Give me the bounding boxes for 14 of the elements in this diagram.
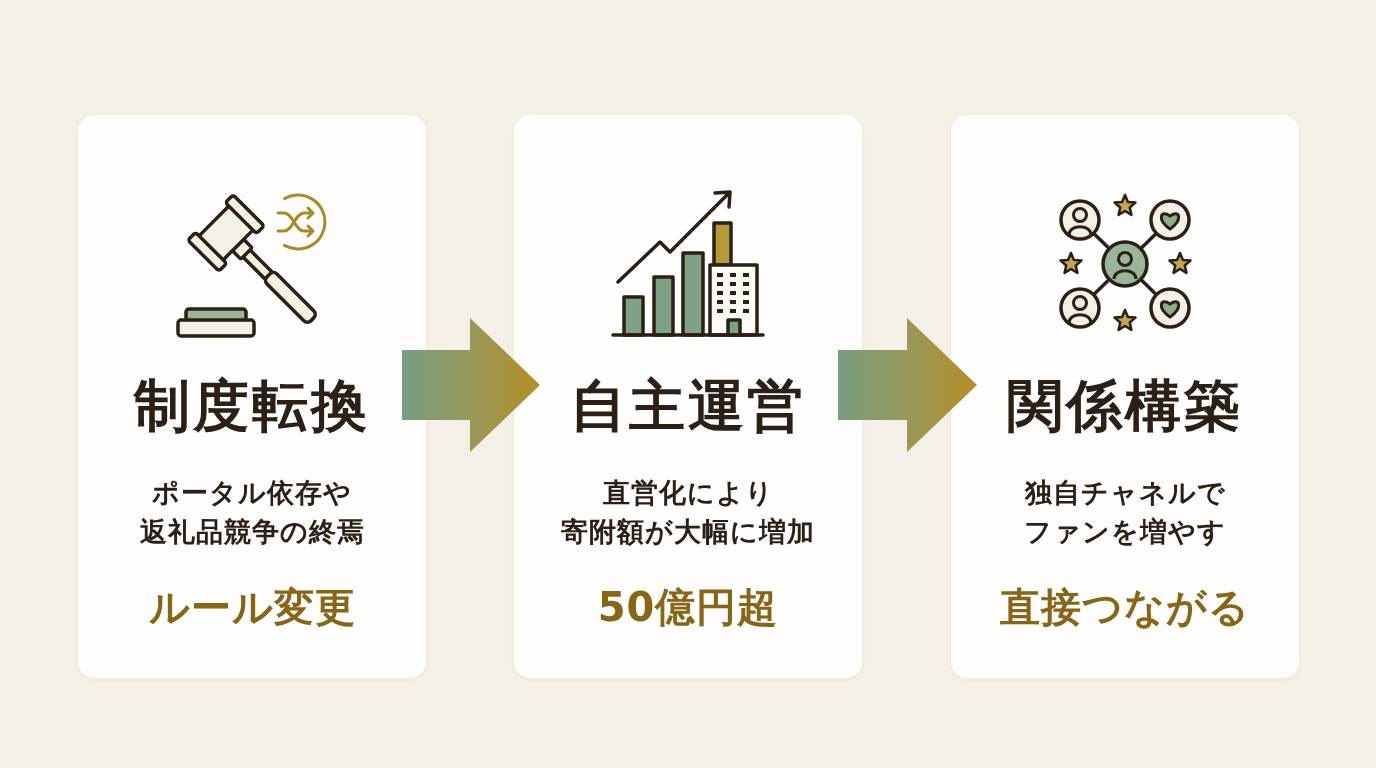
block-arrow bbox=[402, 318, 540, 452]
step-description: 直営化により寄附額が大幅に増加 bbox=[561, 476, 815, 549]
block-arrow bbox=[838, 318, 977, 452]
step-highlight: ルール変更 bbox=[148, 583, 356, 632]
step-title: 自主運営 bbox=[570, 371, 806, 440]
step-card bbox=[951, 115, 1299, 678]
step-highlight: 50億円超 bbox=[597, 583, 779, 632]
step-description: ポータル依存や返礼品競争の終焉 bbox=[139, 476, 365, 549]
step-card bbox=[514, 115, 862, 678]
step-description: 独自チャネルでファンを増やす bbox=[1024, 476, 1226, 549]
step-title: 制度転換 bbox=[134, 371, 370, 440]
step-highlight: 直接つながる bbox=[1000, 583, 1250, 632]
step-card bbox=[78, 115, 426, 678]
step-title: 関係構築 bbox=[1007, 371, 1243, 440]
